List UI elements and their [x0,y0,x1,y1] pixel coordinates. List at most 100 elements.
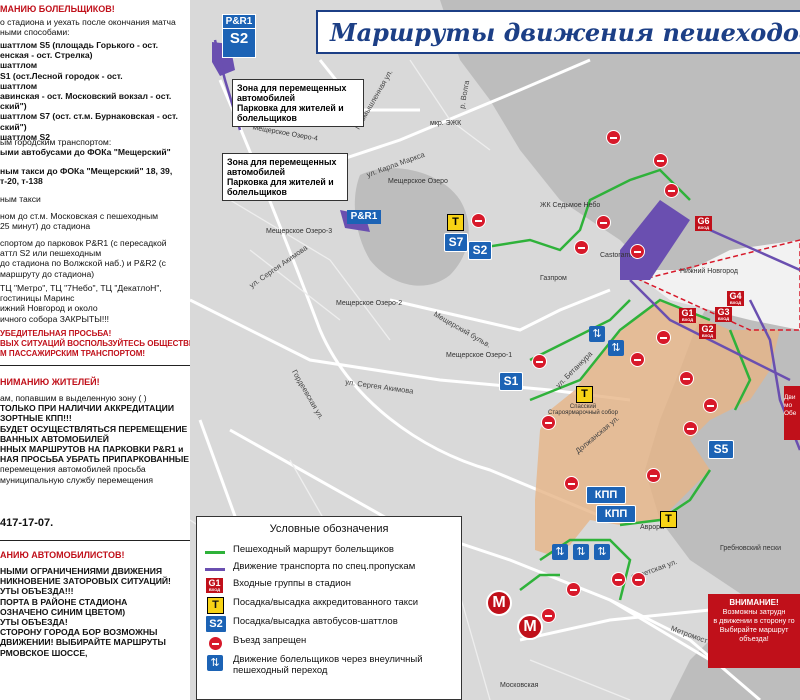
callout-line: автомобилей [237,93,296,103]
info-line: спортом до парковок P&R1 (с пересадкой [0,238,167,248]
info-line: ном до ст.м. Московская с пешеходным [0,211,159,221]
taxi-stop[interactable]: T [447,214,464,231]
label-ozero2: Мещерское Озеро-2 [336,300,403,307]
road [229,428,711,662]
intro-line: ными способами: [0,27,70,38]
underpass-icon[interactable]: ⇅ [552,544,568,560]
warning-line: Выбирайте маршрут [719,625,789,634]
shuttle-s5-badge[interactable]: S5 [708,440,734,459]
shuttle-s7-badge[interactable]: S7 [444,233,468,252]
label-castorama: Castorama [600,252,635,259]
info-line: муниципальную службу перемещения [0,474,153,485]
divider [0,365,190,366]
checkpoint-kpp-1[interactable]: КПП [586,486,626,504]
parking-pr1-badge-mid[interactable]: P&R1 [347,210,381,224]
lake-mescherskoe [354,168,469,286]
info-line: РМОВСКОЕ ШОССЕ, [0,647,88,658]
taxi-info: ным такси до ФОКа "Мещерский" 18, 39, т-… [0,166,190,186]
parking-pr1-badge[interactable]: P&R1 S2 [222,14,256,58]
legend: Условные обозначения Пешеходный маршрут … [196,516,462,700]
metro-icon[interactable]: M [517,614,543,640]
callout-line: болельщиков [237,113,297,123]
warning-line: Возможны затрудн [722,607,786,616]
no-entry-icon [471,213,486,228]
no-entry-icon [574,240,589,255]
info-line: до стадиона по Волжской наб.) и P&R2 (с [0,258,166,269]
malls-info: ТЦ "Метро", ТЦ "7Небо", ТЦ "ДекатлоН", г… [0,283,190,324]
shuttle-s2-badge[interactable]: S2 [468,241,492,260]
taxi-stop[interactable]: T [576,386,593,403]
minor-road [249,249,341,321]
label-sobor: Спасский Староярмарочный собор [548,404,618,416]
underpass-icon[interactable]: ⇅ [608,340,624,356]
shuttle-line: шаттлом [0,60,38,71]
notice-line: Дви [784,394,796,401]
ped-route [728,329,752,411]
info-line: ичного собора ЗАКРЫТЫ!!! [0,313,110,324]
transport-route [629,279,791,382]
taxi-stop[interactable]: T [660,511,677,528]
metro-walk-info: ном до ст.м. Московская с пешеходным 25 … [0,211,190,231]
label-nn: Нижний Новгород [680,268,738,275]
shuttle-line: енская - ост. Стрелка) [0,50,93,61]
pedestrian-routes [479,168,752,601]
underpass-icon: ⇅ [205,653,225,671]
request-info: УБЕДИТЕЛЬНАЯ ПРОСЬБА! ВЫХ СИТУАЦИЙ ВОСПО… [0,329,190,360]
info-line: ДВИЖЕНИИ! ВЫБИРАЙТЕ МАРШРУТЫ [0,637,166,648]
info-line: ВЫХ СИТУАЦИЙ ВОСПОЛЬЗУЙТЕСЬ ОБЩЕСТВЕННЫМ [0,339,190,349]
shuttle-list: шаттлом S5 (площадь Горького - ост. енск… [0,40,190,142]
intro-line: о стадиона и уехать после окончания матч… [0,17,176,27]
gate-label: G2 [701,324,714,334]
label-grebn: Гребновский пески [720,545,781,552]
callout-line: Зона для перемещенных [227,157,337,167]
purple-line-icon [205,560,225,578]
checkpoint-kpp-2[interactable]: КПП [596,505,636,523]
info-line: ыми автобусами до ФОКа "Мещерский" [0,147,171,158]
minor-road [529,659,631,700]
label-metro-station: Московская [500,682,539,689]
shuttle-line: S1 (ост.Лесной городок - ост. [0,70,123,81]
no-entry-icon [679,371,694,386]
fans-header: МАНИЮ БОЛЕЛЬЩИКОВ! [0,4,115,14]
shuttle-icon: S2 [205,615,227,633]
gate-sub: ВХОД [208,587,221,592]
no-entry-icon [541,415,556,430]
underpass-icon[interactable]: ⇅ [573,544,589,560]
river-volga [440,0,800,620]
no-entry-icon [566,582,581,597]
no-entry-icon [653,153,668,168]
warning-line: в движении в сторону го [713,616,795,625]
taxi-icon: T [205,596,225,614]
info-line: НИКНОВЕНИЕ ЗАТОРОВЫХ СИТУАЦИЙ! [0,576,171,587]
taxi-symbol: T [207,597,224,614]
info-line: ВАННЫХ АВТОМОБИЛЕЙ [0,433,109,444]
underpass-icon[interactable]: ⇅ [589,326,605,342]
callout-line: болельщиков [227,187,287,197]
shuttle-line: ский") [0,101,27,112]
gate-sub: ВХОД [717,316,730,321]
info-line: М ПАССАЖИРСКИМ ТРАНСПОРТОМ! [0,349,146,359]
gate-sub: ВХОД [729,300,742,305]
gate-sub: ВХОД [697,225,710,230]
residents-info: ам, попавшим в выделенную зону ( ) ТОЛЬК… [0,393,190,485]
minor-road [409,59,491,151]
info-line: т-20, т-138 [0,176,43,187]
info-line: маршруту до стадиона) [0,268,95,279]
shuttle-line: ский") [0,121,27,132]
warning-box: ВНИМАНИЕ! Возможны затрудн в движении в … [708,594,800,668]
shuttle-line: шаттлом S7 (ост. ст.м. Бурнаковская - ос… [0,111,178,122]
shuttle-s1-badge[interactable]: S1 [499,372,523,391]
minor-road [229,199,391,341]
callout-zone-1: Зона для перемещенных автомобилей Парков… [232,79,364,127]
underpass-icon[interactable]: ⇅ [594,544,610,560]
info-line: БУДЕТ ОСУЩЕСТВЛЯТЬСЯ ПЕРЕМЕЩЕНИЕ [0,423,188,434]
no-entry-icon [656,330,671,345]
metro-icon[interactable]: M [486,590,512,616]
no-entry-icon [630,244,645,259]
